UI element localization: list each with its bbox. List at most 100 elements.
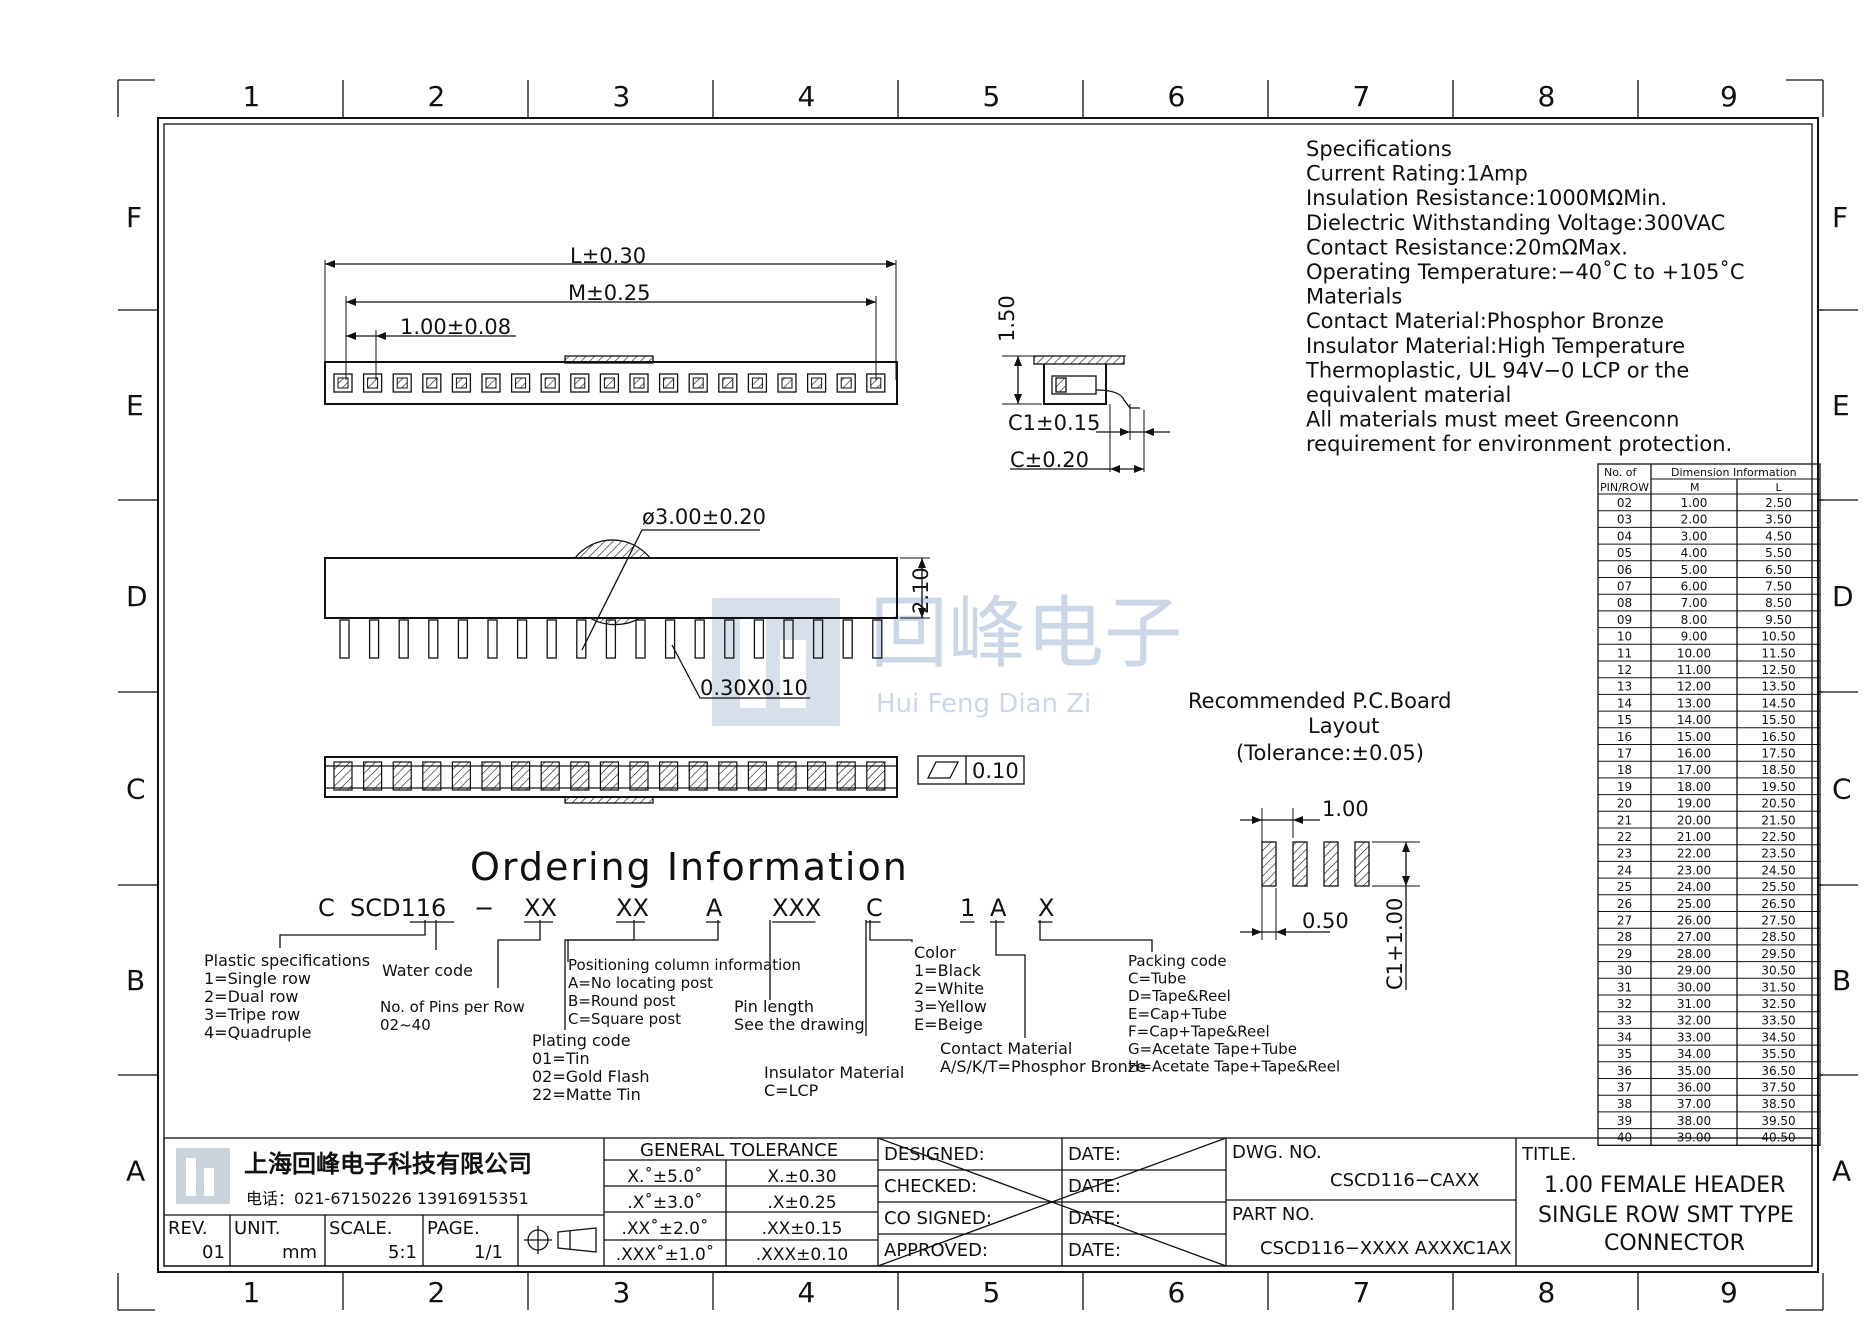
zone-row-right-C: C [1832, 773, 1852, 806]
table-cell-l: 5.50 [1765, 546, 1792, 560]
note-packing: E=Cap+Tube [1128, 1005, 1227, 1023]
table-cell-pins: 38 [1617, 1097, 1632, 1111]
tolerance-angle: .XX˚±2.0˚ [622, 1218, 709, 1239]
table-cell-m: 35.00 [1677, 1064, 1711, 1078]
zone-col-bottom-9: 9 [1720, 1276, 1738, 1309]
top-contact-cell [570, 373, 590, 393]
table-cell-m: 30.00 [1677, 980, 1711, 994]
table-cell-pins: 26 [1617, 897, 1632, 911]
flatness-value: 0.10 [972, 759, 1019, 783]
front-pin [516, 619, 528, 659]
top-contact-cell [836, 373, 856, 393]
pcb-layout-title: Recommended P.C.Board [1188, 689, 1451, 713]
table-cell-pins: 03 [1617, 513, 1632, 527]
table-cell-l: 24.50 [1761, 863, 1795, 877]
table-cell-pins: 36 [1617, 1064, 1632, 1078]
order-code-segment: SCD116 [350, 894, 446, 922]
note-color: 1=Black [914, 961, 982, 980]
approved-label: APPROVED: [884, 1240, 988, 1261]
bottom-contact-cell [363, 761, 383, 791]
top-contact-cell [658, 373, 679, 393]
table-cell-m: 15.00 [1677, 730, 1711, 744]
top-contact-cell [806, 373, 827, 393]
note-positioning: B=Round post [568, 992, 676, 1010]
table-header-pins-2: PIN/ROW [1600, 481, 1649, 494]
spec-line: Thermoplastic, UL 94V−0 LCP or the [1305, 358, 1689, 382]
note-plating: 01=Tin [532, 1049, 590, 1068]
order-code-segment: X [1038, 894, 1054, 922]
table-header-dim: Dimension Information [1671, 466, 1797, 479]
date-label-4: DATE: [1068, 1240, 1121, 1261]
zone-col-bottom-6: 6 [1168, 1276, 1186, 1309]
zone-col-top-2: 2 [428, 80, 446, 113]
tolerance-linear: .X±0.25 [767, 1193, 836, 1213]
bottom-contact-cell [570, 761, 590, 791]
bottom-contact-cell [866, 761, 886, 791]
table-cell-pins: 07 [1617, 580, 1632, 594]
bottom-contact-cell [806, 761, 827, 791]
front-pin [428, 619, 439, 659]
note-plastic: 3=Tripe row [204, 1005, 300, 1024]
table-cell-m: 1.00 [1681, 496, 1708, 510]
company-phone: 电话：021-67150226 13916915351 [246, 1189, 529, 1208]
front-pin [694, 619, 705, 659]
table-cell-l: 9.50 [1765, 613, 1792, 627]
note-plating: Plating code [532, 1031, 631, 1050]
dim-c1-label: C1±0.15 [1008, 411, 1100, 435]
tolerance-linear: X.±0.30 [767, 1167, 836, 1187]
table-cell-m: 10.00 [1677, 646, 1711, 660]
zone-col-top-5: 5 [983, 80, 1001, 113]
table-cell-m: 22.00 [1677, 847, 1711, 861]
table-cell-pins: 22 [1617, 830, 1632, 844]
note-plastic: Plastic specifications [204, 951, 370, 970]
table-cell-l: 37.50 [1761, 1081, 1795, 1095]
table-cell-l: 19.50 [1761, 780, 1795, 794]
note-color: 3=Yellow [914, 997, 987, 1016]
checked-label: CHECKED: [884, 1176, 977, 1197]
bottom-contact-cell [777, 761, 797, 791]
zone-col-bottom-7: 7 [1353, 1276, 1371, 1309]
table-cell-m: 32.00 [1677, 1014, 1711, 1028]
zone-row-left-B: B [126, 964, 145, 997]
spec-line: Contact Resistance:20mΩMax. [1306, 235, 1628, 259]
bottom-contact-cell [658, 761, 679, 791]
table-cell-l: 20.50 [1761, 797, 1795, 811]
order-code-segment: A [990, 894, 1007, 922]
tolerance-angle: X.˚±5.0˚ [627, 1166, 702, 1187]
cosigned-label: CO SIGNED: [884, 1208, 992, 1229]
bottom-contact-cell [836, 761, 856, 791]
zone-col-top-6: 6 [1168, 80, 1186, 113]
tolerance-linear: .XX±0.15 [762, 1219, 843, 1239]
company-name: 上海回峰电子科技有限公司 [244, 1150, 532, 1178]
spec-line: All materials must meet Greenconn [1306, 408, 1679, 432]
title-line-2: SINGLE ROW SMT TYPE [1538, 1203, 1794, 1228]
table-cell-l: 12.50 [1761, 663, 1795, 677]
pcb-pitch-label: 1.00 [1322, 797, 1369, 821]
table-cell-m: 37.00 [1677, 1097, 1711, 1111]
table-cell-pins: 02 [1617, 496, 1632, 510]
table-cell-m: 14.00 [1677, 713, 1711, 727]
rev-value: 01 [202, 1242, 225, 1263]
table-cell-m: 12.00 [1677, 680, 1711, 694]
dim-post-label: ø3.00±0.20 [642, 505, 766, 529]
table-cell-l: 21.50 [1761, 813, 1795, 827]
table-header-pins-1: No. of [1604, 466, 1637, 479]
table-cell-l: 18.50 [1761, 763, 1795, 777]
scale-label: SCALE. [329, 1218, 392, 1239]
table-cell-m: 4.00 [1681, 546, 1708, 560]
table-cell-m: 23.00 [1677, 863, 1711, 877]
table-cell-l: 6.50 [1765, 563, 1792, 577]
zone-col-top-3: 3 [613, 80, 631, 113]
table-cell-l: 34.50 [1761, 1030, 1795, 1044]
table-cell-pins: 34 [1617, 1030, 1632, 1044]
table-cell-pins: 06 [1617, 563, 1632, 577]
table-cell-m: 18.00 [1677, 780, 1711, 794]
table-cell-pins: 13 [1617, 680, 1632, 694]
table-cell-m: 11.00 [1677, 663, 1711, 677]
rev-label: REV. [168, 1218, 208, 1239]
table-cell-m: 29.00 [1677, 964, 1711, 978]
table-cell-l: 38.50 [1761, 1097, 1795, 1111]
table-cell-l: 10.50 [1761, 630, 1795, 644]
bottom-contact-cell [540, 761, 560, 791]
